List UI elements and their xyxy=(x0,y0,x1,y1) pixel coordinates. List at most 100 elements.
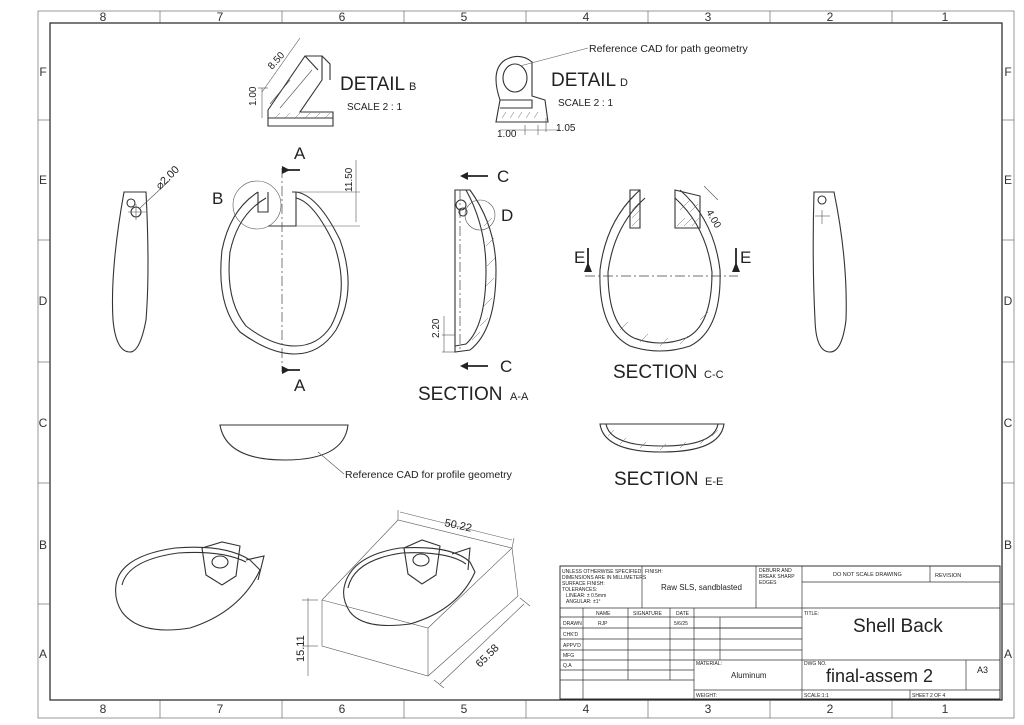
zone-col-label: 6 xyxy=(339,702,346,716)
material-value: Aluminum xyxy=(731,671,767,680)
height-dim: 11.50 xyxy=(344,167,355,192)
material-label: MATERIAL: xyxy=(696,661,722,667)
zone-ticks xyxy=(38,11,1014,718)
detail-b-scale: SCALE 2 : 1 xyxy=(347,102,402,113)
zone-row-label: C xyxy=(39,416,48,430)
col-name: NAME xyxy=(596,611,611,617)
diameter-dim: ⌀2.00 xyxy=(154,164,182,192)
section-marker-a-bottom: A xyxy=(294,376,306,395)
zone-col-label: 5 xyxy=(461,10,468,24)
detail-marker-b: B xyxy=(212,189,223,208)
weight-label: WEIGHT: xyxy=(696,693,717,699)
zone-col-label: 3 xyxy=(705,702,712,716)
note-profile-reference: Reference CAD for profile geometry xyxy=(345,469,513,481)
row-qa: Q.A xyxy=(563,663,572,669)
iso-dim-depth: 65.58 xyxy=(474,642,502,670)
title-label: TITLE: xyxy=(804,611,819,617)
revision-label: REVISION xyxy=(935,573,961,579)
tolerance-note: UNLESS OTHERWISE SPECIFIED: DIMENSIONS A… xyxy=(562,569,647,605)
detail-b-view: 1.00 8.50 xyxy=(248,37,334,127)
zone-col-label: 4 xyxy=(583,702,590,716)
zone-col-label: 8 xyxy=(100,10,107,24)
scale-label: SCALE:1:1 xyxy=(804,693,829,699)
thickness-dim: 2.20 xyxy=(431,318,442,338)
detail-b-dim-thickness: 1.00 xyxy=(248,86,259,106)
zone-row-label: D xyxy=(39,294,48,308)
zone-col-label: 5 xyxy=(461,702,468,716)
drawing-title: Shell Back xyxy=(853,616,943,637)
section-a-a-sub: A-A xyxy=(510,391,529,403)
zone-row-label: A xyxy=(39,647,47,661)
zone-col-label: 1 xyxy=(942,702,949,716)
zone-col-label: 1 xyxy=(942,10,949,24)
zone-col-label: 2 xyxy=(827,702,834,716)
zone-row-label: E xyxy=(39,173,47,187)
section-marker-c-top: C xyxy=(497,167,509,186)
zone-row-label: E xyxy=(1004,173,1012,187)
iso-dim-width: 50.22 xyxy=(443,517,472,534)
profile-view xyxy=(219,424,349,475)
drawn-name: RJP xyxy=(598,621,608,627)
zone-col-label: 4 xyxy=(583,10,590,24)
zone-row-label: D xyxy=(1004,294,1013,308)
zone-col-label: 2 xyxy=(827,10,834,24)
finish-value: Raw SLS, sandblasted xyxy=(661,583,742,592)
section-marker-c-bottom: C xyxy=(500,357,512,376)
wall-dim: 4.00 xyxy=(703,208,722,231)
zone-col-label: 8 xyxy=(100,702,107,716)
no-scale-note: DO NOT SCALE DRAWING xyxy=(833,572,902,578)
zone-row-label: F xyxy=(39,65,46,79)
section-marker-e-right: E xyxy=(740,248,751,267)
note-line: LINEAR: ± 0.5mm xyxy=(566,593,606,599)
detail-d-title: DETAIL xyxy=(551,70,616,91)
zone-col-label: 7 xyxy=(217,10,224,24)
zone-col-label: 3 xyxy=(705,10,712,24)
left-side-view xyxy=(111,179,171,353)
outer-frame xyxy=(37,10,1015,719)
section-c-c-title: SECTION xyxy=(613,362,697,383)
deburr-line: EDGES xyxy=(759,580,777,586)
iso-dim-height: 15.11 xyxy=(295,635,307,662)
section-a-a-view xyxy=(442,172,497,370)
drawn-date: 5/6/25 xyxy=(674,621,688,627)
deburr-line: BREAK SHARP xyxy=(759,574,795,580)
detail-b-letter: B xyxy=(409,81,416,93)
iso-view-right xyxy=(302,510,531,689)
detail-marker-d: D xyxy=(501,206,513,225)
section-c-c-view xyxy=(584,185,740,352)
detail-d-scale: SCALE 2 : 1 xyxy=(558,98,613,109)
detail-d-view xyxy=(495,47,589,135)
col-date: DATE xyxy=(676,611,690,617)
zone-row-label: F xyxy=(1004,65,1011,79)
inner-frame xyxy=(49,22,1003,701)
iso-view-left xyxy=(115,541,265,631)
row-approved: APPV'D xyxy=(563,643,581,649)
note-line: ANGULAR: ±1° xyxy=(566,599,600,605)
deburr-line: DEBURR AND xyxy=(759,568,792,574)
section-a-a-title: SECTION xyxy=(418,384,502,405)
zone-row-label: C xyxy=(1004,416,1013,430)
right-side-view xyxy=(812,191,847,353)
detail-d-letter: D xyxy=(620,77,628,89)
section-e-e-title: SECTION xyxy=(614,469,698,490)
row-mfg: MFG xyxy=(563,653,574,659)
sheet-number: SHEET 2 OF 4 xyxy=(912,693,945,699)
section-marker-e-left: E xyxy=(574,248,585,267)
title-block-grid xyxy=(559,565,1001,700)
note-line: DIMENSIONS ARE IN MILLIMETERS xyxy=(562,575,647,581)
sheet-size: A3 xyxy=(977,665,988,675)
detail-b-title: DETAIL xyxy=(340,74,405,95)
front-view xyxy=(220,160,360,374)
zone-col-label: 6 xyxy=(339,10,346,24)
dwg-no-label: DWG NO. xyxy=(804,661,827,667)
note-path-reference: Reference CAD for path geometry xyxy=(589,43,748,55)
zone-row-label: B xyxy=(39,538,47,552)
finish-label: FINISH: xyxy=(645,569,663,575)
note-line: TOLERANCES: xyxy=(562,587,597,593)
row-drawn: DRAWN xyxy=(563,621,582,627)
section-e-e-sub: E-E xyxy=(705,476,723,488)
zone-row-label: A xyxy=(1004,647,1012,661)
zone-col-label: 7 xyxy=(217,702,224,716)
zone-row-label: B xyxy=(1004,538,1012,552)
